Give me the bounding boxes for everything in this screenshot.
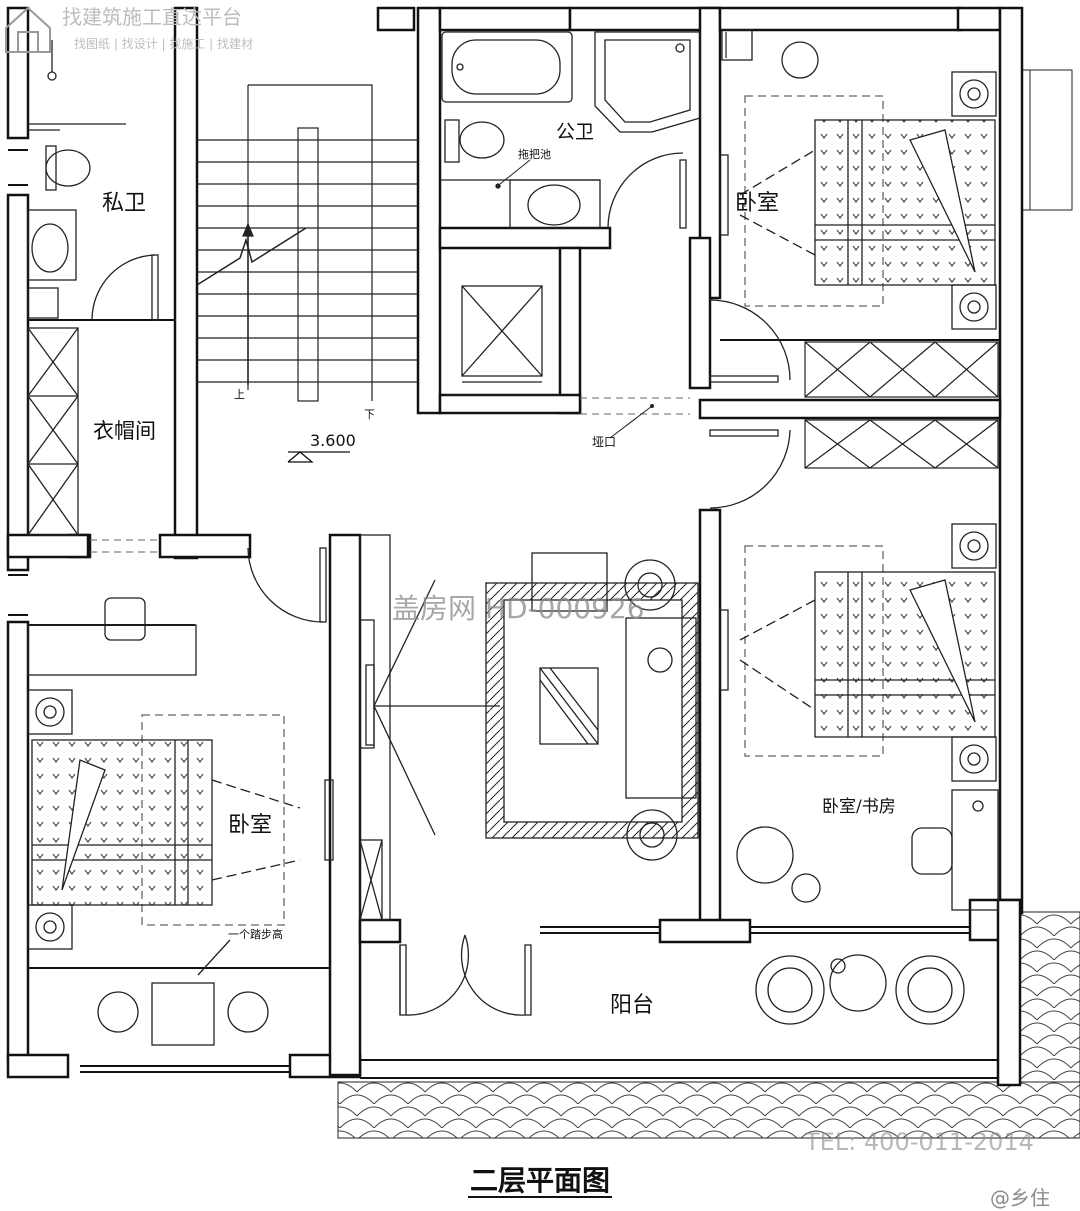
wardrobe-cabinet [27,327,79,536]
elevation-mark [287,451,350,463]
living-furniture [359,534,699,921]
balcony-furniture [399,934,965,1025]
bedroom-w-label: 卧室 [228,813,272,838]
stair-down-label: 下 [364,408,375,421]
tel-watermark: TEL: 400-011-2014 [804,1128,1034,1156]
credit-watermark: @乡住 [990,1186,1050,1210]
bedroom-doors [247,299,791,623]
brand-logo-icon [5,6,51,53]
mop-sink-label: 拖把池 [518,147,551,161]
private-bath-fixtures [27,40,159,321]
wardrobe-ne [804,341,999,469]
plan-title: 二层平面图 [470,1164,610,1197]
stair-up-label: 上 [234,388,245,401]
staircase [196,84,418,402]
roof-tiles-right [1017,911,1080,1083]
walls [6,6,1024,1087]
private-bath-label: 私卫 [102,191,146,216]
public-bath-fixtures [440,31,701,229]
one-step-label: 一个踏步高 [228,927,283,941]
pass-opening-label: 垭口 [592,435,616,449]
bedroom-ne-label: 卧室 [735,191,779,216]
bedroom-study-label: 卧室/书房 [822,797,896,817]
roof-tiles-bottom [337,1081,1080,1139]
center-watermark: 盖房网 HD-000926 [392,592,645,625]
elevator-shaft [445,285,560,396]
bed-w [27,597,334,1046]
elevation-label: 3.600 [310,431,356,450]
wardrobe-label: 衣帽间 [93,419,156,443]
balcony-label: 阳台 [610,993,654,1018]
bed-ne [719,29,997,330]
public-bath-label: 公卫 [556,121,594,143]
brand-name: 找建筑施工直达平台 [62,5,242,29]
bed-se [719,523,999,911]
brand-tagline: 找图纸 | 找设计 | 找施工 | 找建材 [74,37,253,51]
